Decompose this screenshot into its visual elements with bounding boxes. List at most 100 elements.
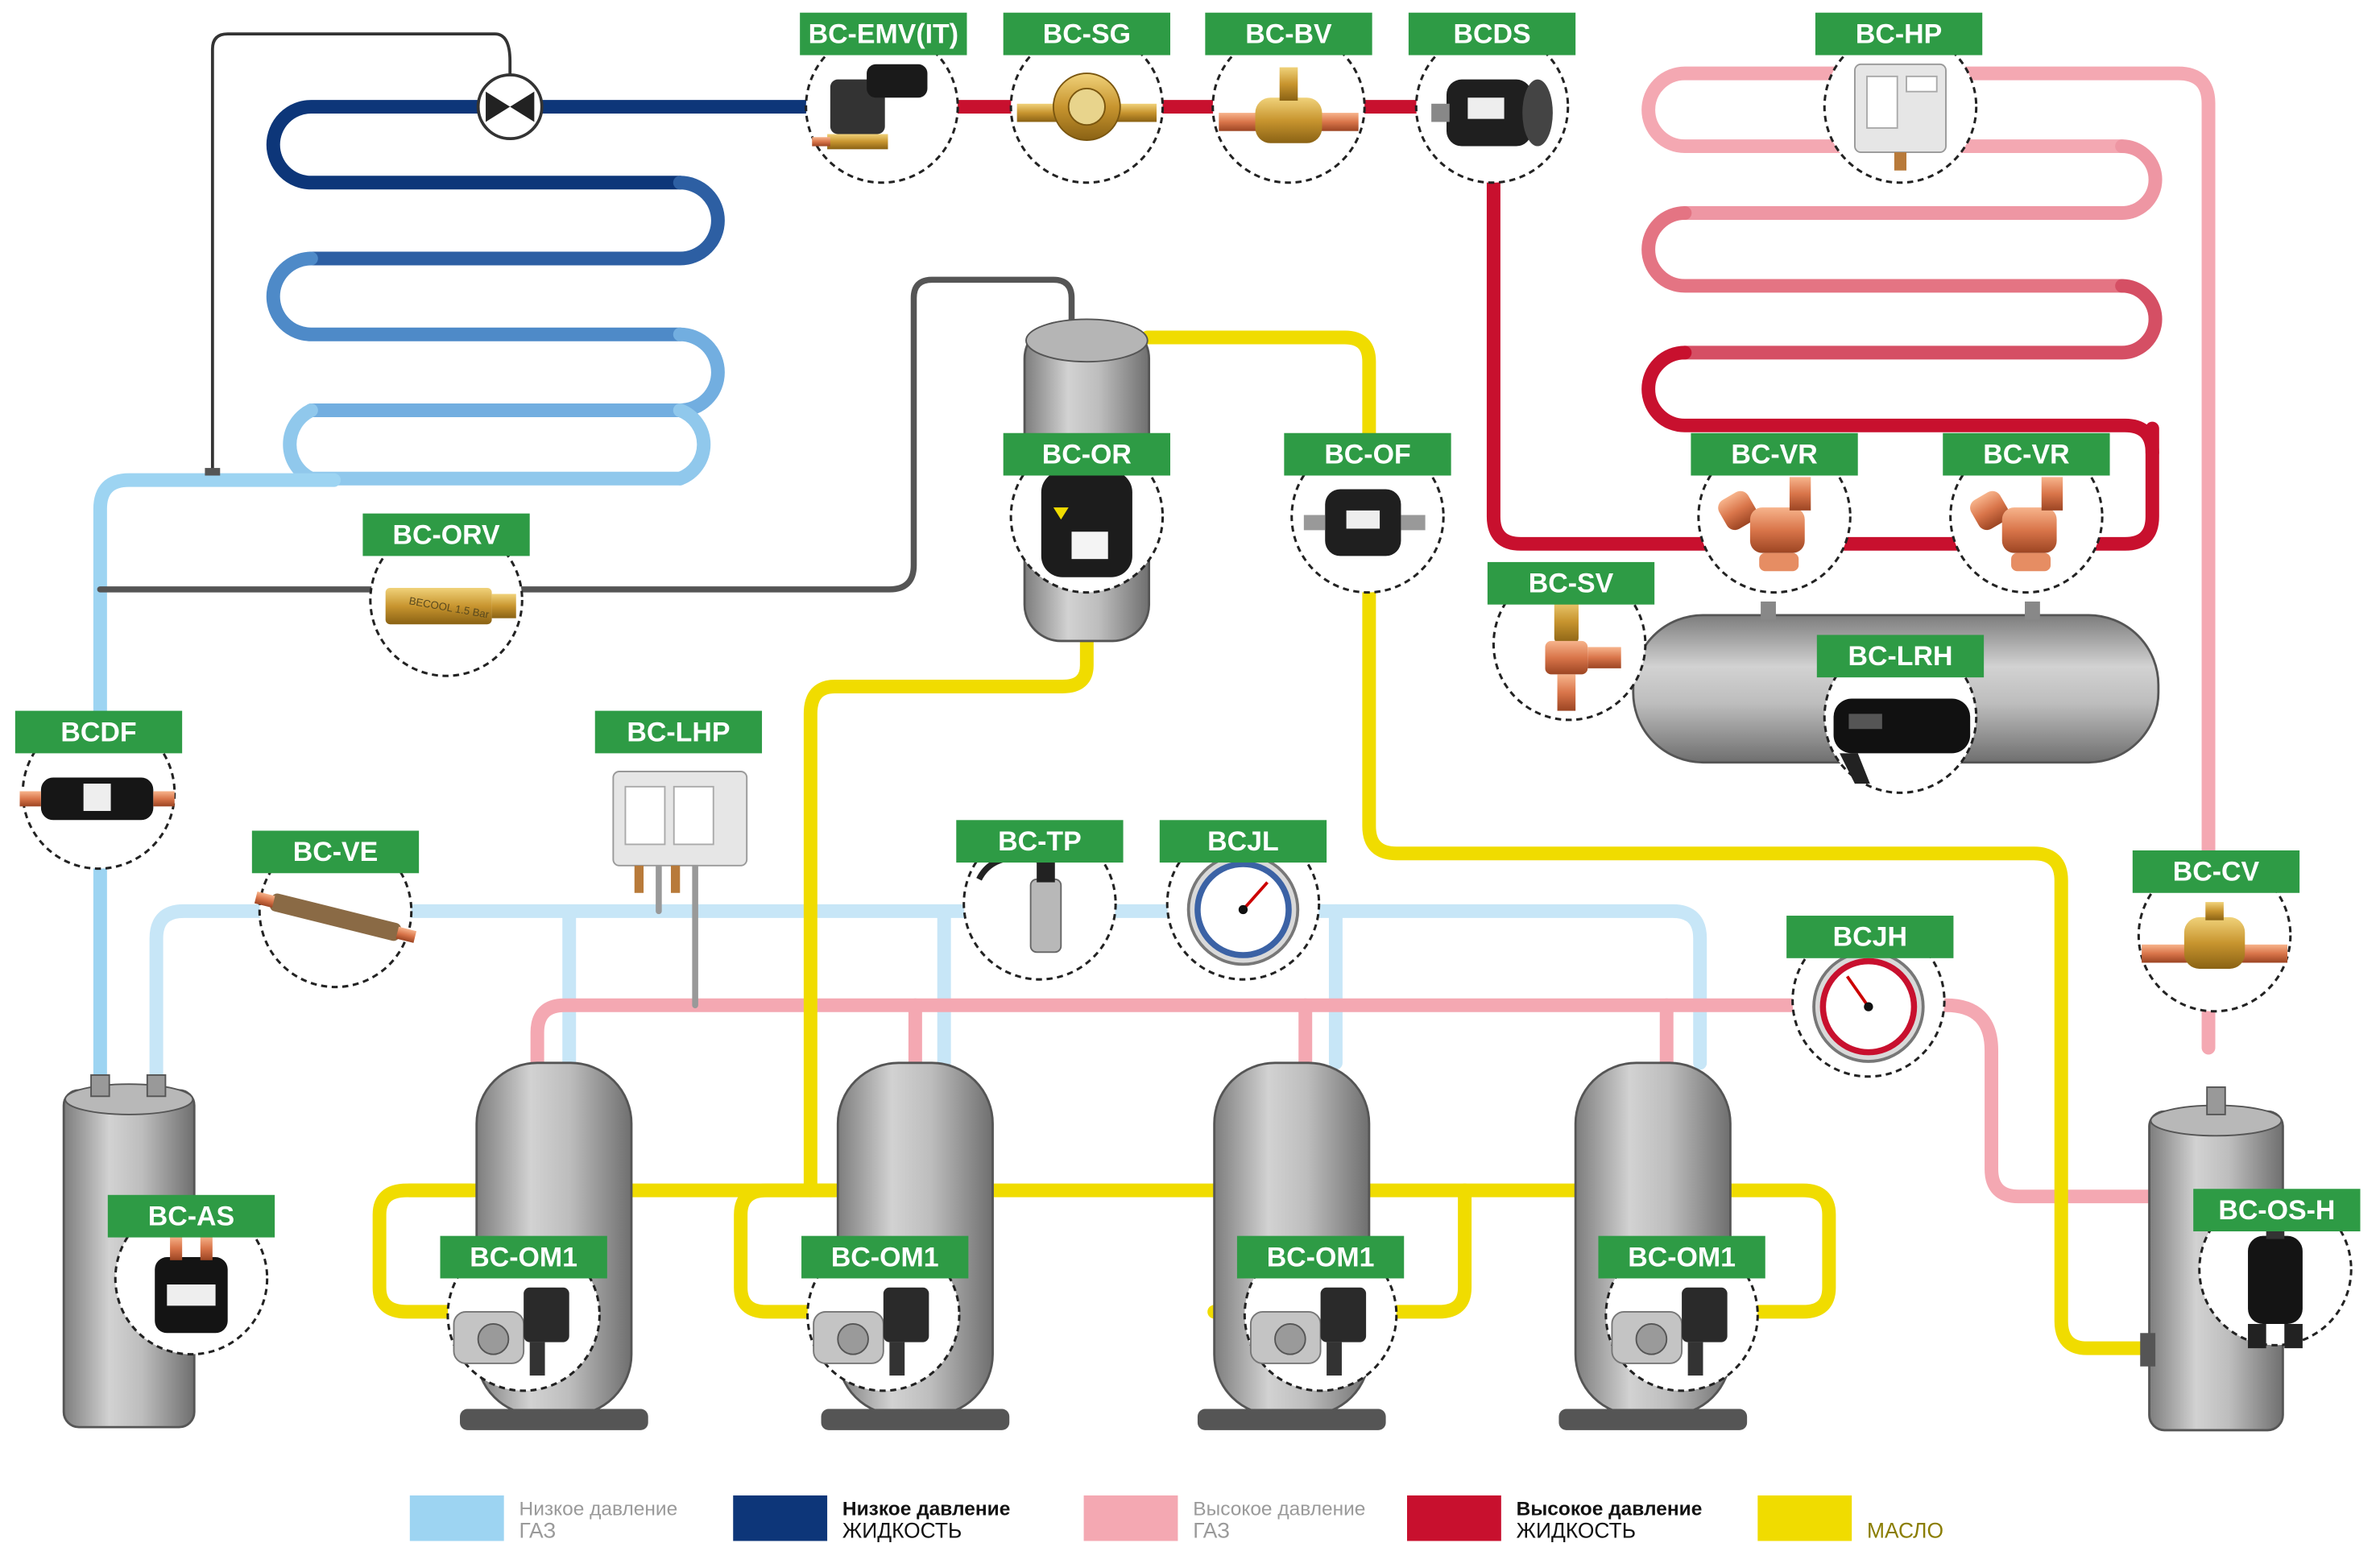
bc-sg-label: BC-SG <box>1043 19 1131 49</box>
expansion-valve-icon <box>476 73 544 141</box>
bcds-label: BCDS <box>1453 19 1530 49</box>
bc-hp-component[interactable]: BC-HP <box>1815 12 1983 184</box>
bcdf-label-box <box>14 710 183 754</box>
bc-ve-label-box <box>251 830 420 874</box>
pressure-switch-icon <box>1853 63 1947 171</box>
legend-line1: Низкое давление <box>842 1498 1010 1520</box>
check-valve-icon <box>385 587 516 625</box>
bc-emv-label-box <box>800 12 967 56</box>
bcds-label-box <box>1408 12 1576 56</box>
bc-as-label-box <box>107 1194 275 1238</box>
oil-line-separator-to-filter <box>1140 330 2159 1355</box>
rotalock-valve-icon <box>1970 477 2063 572</box>
bcjh-component[interactable]: BCJH <box>1786 916 1954 1078</box>
bc-as-label: BC-AS <box>148 1201 234 1231</box>
evaporator-coil-row-3 <box>266 251 687 341</box>
bc-lhp-component[interactable]: BC-LHP <box>594 710 763 893</box>
evaporator-coil-row-5 <box>283 403 687 486</box>
bc-om1b-component[interactable]: BC-OM1 <box>801 1235 969 1392</box>
bc-hp-label-box <box>1815 12 1983 56</box>
suction-header-low-gas <box>149 904 1707 1088</box>
bcdf-component[interactable]: BCDF <box>14 710 183 871</box>
condenser-coil-row-3 <box>1641 205 2130 293</box>
bc-bv-label: BC-BV <box>1245 19 1332 49</box>
legend-line1: Высокое давление <box>1517 1498 1703 1520</box>
bc-lrh-label: BC-LRH <box>1848 641 1953 672</box>
bc-cv-label-box <box>2132 850 2300 893</box>
bc-of-label: BC-OF <box>1324 439 1410 470</box>
bc-vr1-label-box <box>1691 432 1858 476</box>
bc-cv-label: BC-CV <box>2173 857 2260 887</box>
bc-om1a-label-box <box>440 1235 607 1279</box>
bc-of-label-box <box>1284 432 1451 476</box>
bc-tp-label-box <box>956 820 1124 863</box>
bc-os-h-component[interactable]: BC-OS-H <box>2193 1189 2361 1349</box>
bc-as-component[interactable]: BC-AS <box>107 1194 275 1356</box>
bc-sg-label-box <box>1003 12 1171 56</box>
legend-swatch <box>1083 1495 1178 1541</box>
condenser-coil-row-5 <box>1641 345 2159 460</box>
oil-header <box>403 1183 1836 1319</box>
legend-line1: Высокое давление <box>1193 1498 1365 1520</box>
filter-drier-icon <box>19 777 175 821</box>
bc-lrh-label-box <box>1816 635 1985 678</box>
legend-swatch <box>1757 1495 1852 1541</box>
bc-om1a-component[interactable]: BC-OM1 <box>440 1235 607 1392</box>
bc-om1b-label: BC-OM1 <box>831 1242 939 1272</box>
legend-line2: ГАЗ <box>1193 1519 1230 1543</box>
legend-item: МАСЛО <box>1757 1495 1943 1543</box>
legend-swatch <box>409 1495 504 1541</box>
dual-pressure-switch-icon <box>612 771 748 893</box>
legend-line2: ГАЗ <box>519 1519 557 1543</box>
bcjl-component[interactable]: BCJL <box>1159 820 1327 981</box>
bc-emv-component[interactable]: BC-EMV(IT) <box>800 12 967 184</box>
oil-loop-3 <box>1207 1183 1472 1319</box>
bc-bv-component[interactable]: BC-BV <box>1205 12 1372 184</box>
bc-sv-component[interactable]: BC-SV <box>1487 561 1655 722</box>
bc-sg-component[interactable]: BC-SG <box>1003 12 1171 184</box>
oil-filter-icon <box>1303 489 1426 556</box>
legend-swatch <box>1406 1495 1501 1541</box>
oil-loop-2 <box>734 1183 842 1319</box>
condenser-coil-row-4 <box>1678 279 2163 360</box>
bcjl-label: BCJL <box>1207 826 1279 857</box>
bc-om1d-component[interactable]: BC-OM1 <box>1598 1235 1765 1392</box>
oil-reservoir-vent-line <box>97 276 1075 593</box>
receiver-heater-icon <box>1833 698 1971 784</box>
bc-ve-component[interactable]: BC-VE <box>251 830 420 989</box>
bc-lrh-component[interactable]: BC-LRH <box>1816 635 1985 794</box>
bc-vr2-component[interactable]: BC-VR <box>1943 432 2110 594</box>
bc-sv-label-box <box>1487 561 1655 605</box>
condenser-coil-row-2 <box>1678 139 2163 220</box>
rotalock-valve-icon <box>1718 477 1811 572</box>
bc-of-component[interactable]: BC-OF <box>1284 432 1451 594</box>
bc-tp-component[interactable]: BC-TP <box>956 820 1124 981</box>
check-valve-body-icon <box>2142 902 2288 969</box>
bc-os-h-label-box <box>2193 1189 2361 1232</box>
bc-vr1-component[interactable]: BC-VR <box>1691 432 1858 594</box>
bcjh-label-box <box>1786 916 1954 958</box>
bcjl-label-box <box>1159 820 1327 863</box>
oil-level-regulator-icon <box>453 1287 569 1376</box>
sensing-capillary <box>210 32 512 473</box>
legend-swatch <box>733 1495 828 1541</box>
high-pressure-gauge-icon <box>1812 950 1925 1063</box>
bc-or-component[interactable]: BC-OR <box>1003 432 1171 594</box>
sensing-bulb <box>205 468 221 476</box>
bc-tp-label: BC-TP <box>998 826 1082 857</box>
bc-om1c-label: BC-OM1 <box>1267 1242 1375 1272</box>
bc-cv-component[interactable]: BC-CV <box>2132 850 2300 1013</box>
suction-line-low-gas <box>93 473 341 1088</box>
bc-ve-label: BC-VE <box>293 837 379 867</box>
bcds-component[interactable]: BCDS <box>1408 12 1576 184</box>
evaporator-coil-row-2 <box>304 176 725 266</box>
bc-om1c-component[interactable]: BC-OM1 <box>1236 1235 1405 1392</box>
bc-bv-label-box <box>1205 12 1372 56</box>
bc-om1d-label-box <box>1598 1235 1765 1279</box>
vibration-eliminator-icon <box>254 891 417 943</box>
